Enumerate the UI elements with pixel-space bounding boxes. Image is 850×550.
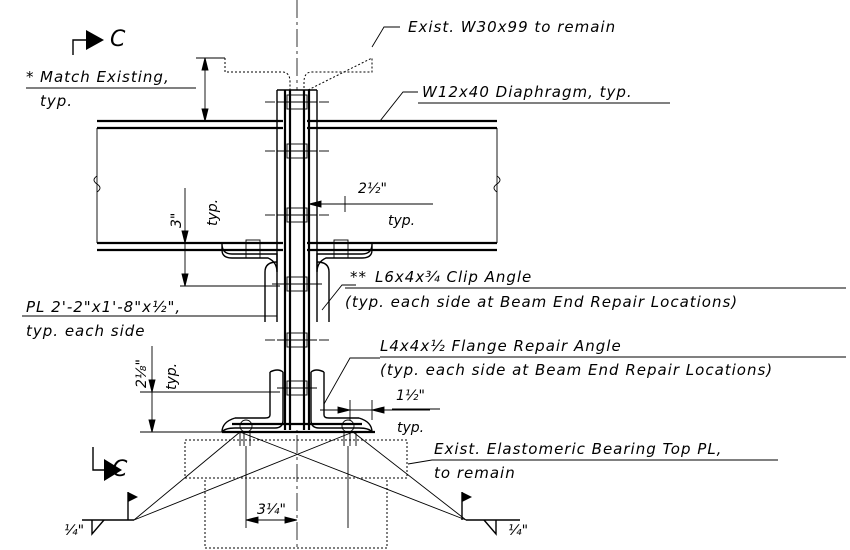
label-clip-angle-star: ** xyxy=(350,268,367,286)
label-dim-1-1-2: 1½" xyxy=(396,388,425,404)
dim-match-existing xyxy=(26,57,225,122)
existing-beam-bottom-flange xyxy=(222,422,375,446)
label-match-existing: Match Existing, xyxy=(40,68,170,86)
label-dim-3in: 3" xyxy=(169,213,185,228)
leader-bearing xyxy=(407,459,778,465)
break-mark-right xyxy=(493,175,501,193)
weld-leaders xyxy=(133,431,467,521)
flange-repair-angle-left xyxy=(221,369,284,433)
existing-w30x99-outline xyxy=(224,57,373,93)
label-plate: PL 2'-2"x1'-8"x½", xyxy=(26,298,181,316)
label-plate-typ: typ. each side xyxy=(26,322,146,340)
section-mark-bottom: C xyxy=(92,447,128,482)
label-clip-angle-note: (typ. each side at Beam End Repair Locat… xyxy=(345,293,738,311)
leader-diaphragm xyxy=(379,91,418,122)
break-mark-left xyxy=(93,175,101,193)
label-dim-1-1-2-typ: typ. xyxy=(397,420,424,436)
label-clip-angle: L6x4x¾ Clip Angle xyxy=(375,268,532,286)
plate-bolts xyxy=(265,94,329,396)
weld-symbol-right xyxy=(461,492,520,536)
leader-exist-beam xyxy=(371,26,400,48)
clip-angle-right xyxy=(316,239,373,322)
label-dim-2-1-8: 2⅛" xyxy=(134,359,150,388)
flange-repair-angle-right xyxy=(310,369,373,433)
label-flange-repair: L4x4x½ Flange Repair Angle xyxy=(380,337,622,355)
label-diaphragm: W12x40 Diaphragm, typ. xyxy=(422,83,633,101)
section-mark-top: C xyxy=(72,27,126,55)
dim-2-1-8 xyxy=(140,346,280,433)
label-gap-dim: 2½" xyxy=(358,181,387,197)
label-dim-2-1-8-typ: typ. xyxy=(164,363,180,390)
dim-gap xyxy=(308,196,433,212)
leader-clip-angle xyxy=(321,284,356,311)
section-mark-bottom-label: C xyxy=(112,457,128,482)
existing-bearing-outline xyxy=(184,439,408,549)
label-dim-3in-typ: typ. xyxy=(205,199,221,226)
leader-flange-repair xyxy=(323,357,380,405)
clip-angle-left xyxy=(221,239,278,322)
label-match-existing-star: * xyxy=(26,68,35,86)
weld-symbol-left xyxy=(82,492,138,536)
label-flange-repair-note: (typ. each side at Beam End Repair Locat… xyxy=(380,361,773,379)
section-mark-top-label: C xyxy=(110,27,126,52)
label-exist-beam: Exist. W30x99 to remain xyxy=(408,18,616,36)
label-match-existing-typ: typ. xyxy=(40,92,73,110)
label-weld-left: ¼" xyxy=(64,523,84,539)
label-gap-typ: typ. xyxy=(388,213,415,229)
label-dim-3-1-4: 3¼" xyxy=(257,502,286,518)
dim-3-1-4 xyxy=(245,446,349,528)
label-weld-right: ¼" xyxy=(508,523,528,539)
dim-3in xyxy=(180,188,280,287)
label-bearing: Exist. Elastomeric Bearing Top PL, xyxy=(434,440,722,458)
dim-1-1-2 xyxy=(320,400,440,420)
label-bearing-remain: to remain xyxy=(434,464,516,482)
